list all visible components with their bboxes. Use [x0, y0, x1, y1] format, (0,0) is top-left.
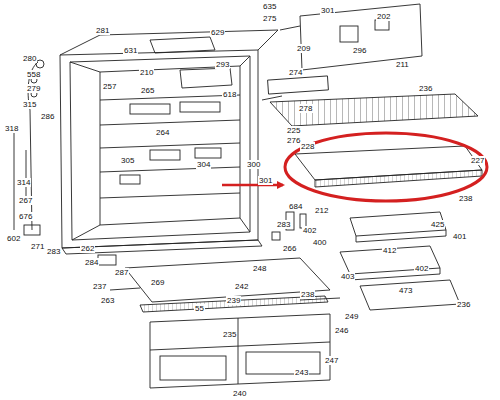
callout-number: 228	[300, 142, 315, 151]
callout-number: 236	[418, 84, 433, 93]
callout-number: 267	[18, 196, 33, 205]
callout-number: 280	[22, 54, 37, 63]
callout-number: 283	[276, 220, 291, 229]
callout-number: 300	[246, 160, 261, 169]
callout-number: 425	[430, 220, 445, 229]
callout-number: 209	[296, 44, 311, 53]
callout-number: 293	[215, 60, 230, 69]
callout-number: 558	[26, 70, 41, 79]
callout-number: 211	[395, 60, 410, 69]
callout-number: 684	[288, 202, 303, 211]
callout-number: 305	[120, 156, 135, 165]
callout-number: 314	[16, 178, 31, 187]
callout-number: 315	[22, 100, 37, 109]
callout-number: 202	[376, 12, 391, 21]
callout-number: 55	[194, 304, 205, 313]
callout-number: 676	[18, 212, 33, 221]
callout-number: 629	[210, 28, 225, 37]
callout-number: 249	[344, 312, 359, 321]
callout-number: 262	[80, 244, 95, 253]
callout-number: 274	[288, 68, 303, 77]
callout-number: 301	[258, 176, 273, 185]
callout-number: 243	[294, 368, 309, 377]
callout-number: 304	[196, 160, 211, 169]
callout-number: 257	[102, 82, 117, 91]
callout-number: 265	[140, 86, 155, 95]
callout-number: 269	[150, 278, 165, 287]
callout-number: 238	[300, 290, 315, 299]
callout-number: 248	[252, 264, 267, 273]
callout-number: 247	[324, 356, 339, 365]
callout-number: 287	[114, 268, 129, 277]
callout-number: 242	[234, 282, 249, 291]
callout-number: 271	[30, 242, 45, 251]
callout-number: 235	[222, 330, 237, 339]
callout-number: 236	[456, 300, 471, 309]
callout-number: 237	[92, 282, 107, 291]
callout-number: 266	[282, 244, 297, 253]
callout-number: 210	[139, 68, 154, 77]
callout-number: 402	[414, 264, 429, 273]
callout-number: 246	[334, 326, 349, 335]
callout-number: 263	[100, 296, 115, 305]
callout-number: 225	[286, 126, 301, 135]
callout-number: 403	[340, 272, 355, 281]
callout-number: 631	[123, 46, 138, 55]
callout-number: 402	[302, 226, 317, 235]
callout-number: 412	[382, 246, 397, 255]
callout-number: 400	[312, 238, 327, 247]
callout-number: 635	[262, 2, 277, 11]
callout-number: 286	[40, 112, 55, 121]
callout-number: 401	[452, 232, 467, 241]
callout-number: 618	[222, 90, 237, 99]
callout-number: 238	[458, 194, 473, 203]
callout-number: 284	[84, 258, 99, 267]
callout-number: 281	[95, 26, 110, 35]
callout-number: 301	[320, 6, 335, 15]
callout-number: 602	[6, 234, 21, 243]
callout-number: 283	[46, 247, 61, 256]
callout-number: 279	[26, 84, 41, 93]
callout-number: 240	[232, 389, 247, 398]
callout-number: 227	[470, 156, 485, 165]
callout-number: 212	[314, 206, 329, 215]
callout-number: 278	[298, 104, 313, 113]
callout-number: 473	[398, 286, 413, 295]
callout-number: 318	[4, 124, 19, 133]
callout-number: 264	[155, 128, 170, 137]
callout-number: 296	[352, 46, 367, 55]
highlight-ellipse	[285, 133, 487, 201]
callout-number: 239	[226, 296, 241, 305]
highlight-arrow	[222, 184, 283, 187]
callout-number: 275	[262, 14, 277, 23]
